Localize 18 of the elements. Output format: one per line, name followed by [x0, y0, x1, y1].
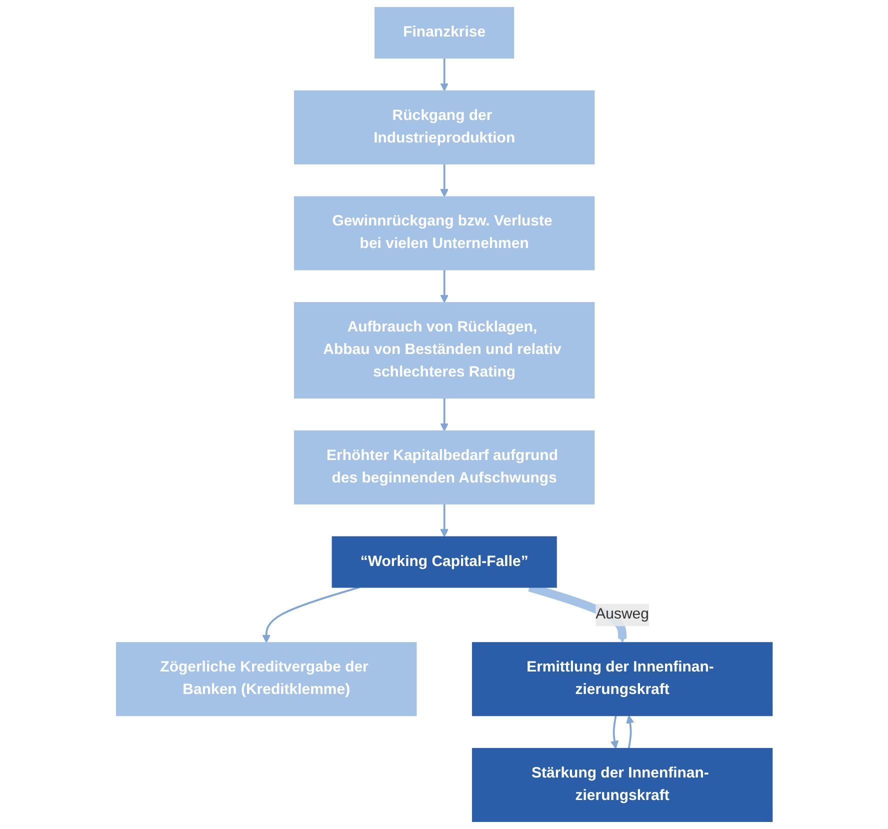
node-box: Gewinnrückgang bzw. Verluste bei vielen Unternehmen [294, 196, 594, 270]
arrow [440, 270, 448, 303]
arrow [626, 715, 634, 749]
arrow [262, 586, 360, 643]
node-box: Stärkung der Innenfinan- zierungskraft [472, 748, 772, 822]
edge-label: Ausweg [595, 606, 649, 622]
arrow [440, 398, 448, 432]
node-box: Rückgang der Industrieproduktion [294, 90, 594, 164]
arrow [440, 504, 448, 538]
node-box: Ermittlung der Innenfinan- zierungskraft [472, 642, 772, 716]
arrow [440, 164, 448, 198]
node-box: Erhöhter Kapitalbedarf aufgrund des beginnenden Aufschwungs [294, 430, 594, 504]
node-box: Zögerliche Kreditvergabe der Banken (Kreditklemme) [116, 642, 416, 716]
arrow [440, 58, 448, 92]
arrow [610, 715, 618, 749]
node-box: Aufbrauch von Rücklagen, Abbau von Beständen und relativ schlechteres Rating [294, 302, 594, 399]
node-box: Finanzkrise [374, 7, 514, 59]
node-box: “Working Capital-Falle” [331, 536, 557, 588]
